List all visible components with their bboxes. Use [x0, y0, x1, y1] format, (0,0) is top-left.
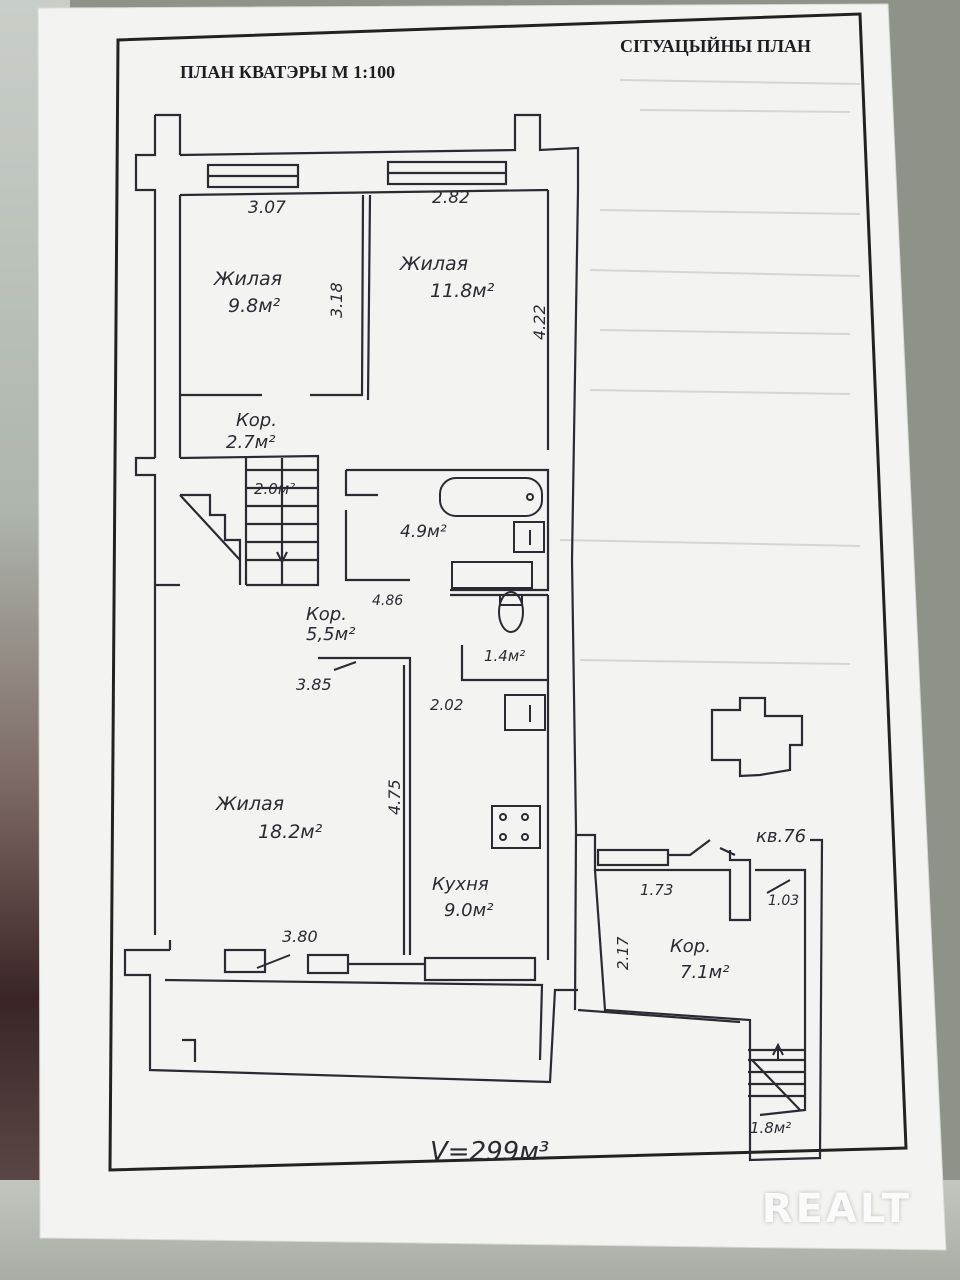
corridor-upper-area: 2.7м² [226, 432, 275, 453]
corridor-mid-area: 5,5м² [306, 624, 355, 645]
sink-icon [513, 521, 545, 553]
corridor-mid-name: Кор. [306, 604, 347, 625]
bathroom-area: 4.9м² [400, 522, 447, 542]
bathroom-width: 4.86 [372, 593, 403, 609]
hall-area: 7.1м² [680, 962, 729, 983]
toilet-icon [498, 591, 524, 633]
paper [37, 3, 947, 1251]
stove-icon [491, 805, 541, 849]
toilet-width: 2.02 [430, 696, 463, 714]
corridor-upper-name: Кор. [236, 410, 277, 431]
hall-aux: 1.03 [768, 893, 799, 909]
bathtub-icon [439, 477, 543, 517]
kitchen-sink-icon [504, 694, 546, 731]
bedroom-1-width: 3.07 [248, 198, 286, 218]
bedroom-2-height: 4.22 [530, 304, 549, 340]
closet-area: 2.0м² [254, 480, 295, 498]
kitchen-area: 9.0м² [444, 900, 493, 921]
living-width: 3.85 [296, 675, 332, 694]
toilet-area: 1.4м² [484, 647, 525, 665]
apartment-label: кв.76 [756, 826, 806, 847]
hall-height: 2.17 [614, 936, 632, 970]
hall-name: Кор. [670, 936, 711, 957]
bedroom-1-name: Жилая [213, 268, 282, 290]
hall-width: 1.73 [640, 881, 673, 899]
living-name: Жилая [215, 793, 284, 815]
bleed-through-marks [559, 79, 861, 665]
bedroom-1-area: 9.8м² [228, 295, 281, 317]
living-bottom-width: 3.80 [282, 927, 318, 946]
site-plan-title: СІТУАЦЫЙНЫ ПЛАН [620, 35, 811, 56]
bedroom-2-name: Жилая [399, 253, 468, 275]
living-area: 18.2м² [258, 821, 323, 843]
bedroom-2-area: 11.8м² [430, 280, 495, 302]
bedroom-1-height: 3.18 [327, 282, 346, 318]
living-height: 4.75 [385, 779, 404, 815]
document-border [108, 12, 908, 1172]
bedroom-2-width: 2.82 [432, 188, 470, 208]
stair-area: 1.8м² [750, 1119, 791, 1137]
washbasin-icon [451, 561, 533, 589]
fixtures [256, 477, 791, 1060]
volume-label: V=299м³ [430, 1137, 549, 1167]
kitchen-name: Кухня [432, 874, 489, 895]
plan-title: ПЛАН КВАТЭРЫ М 1:100 [180, 62, 395, 82]
realt-watermark: REALT [761, 1186, 912, 1232]
